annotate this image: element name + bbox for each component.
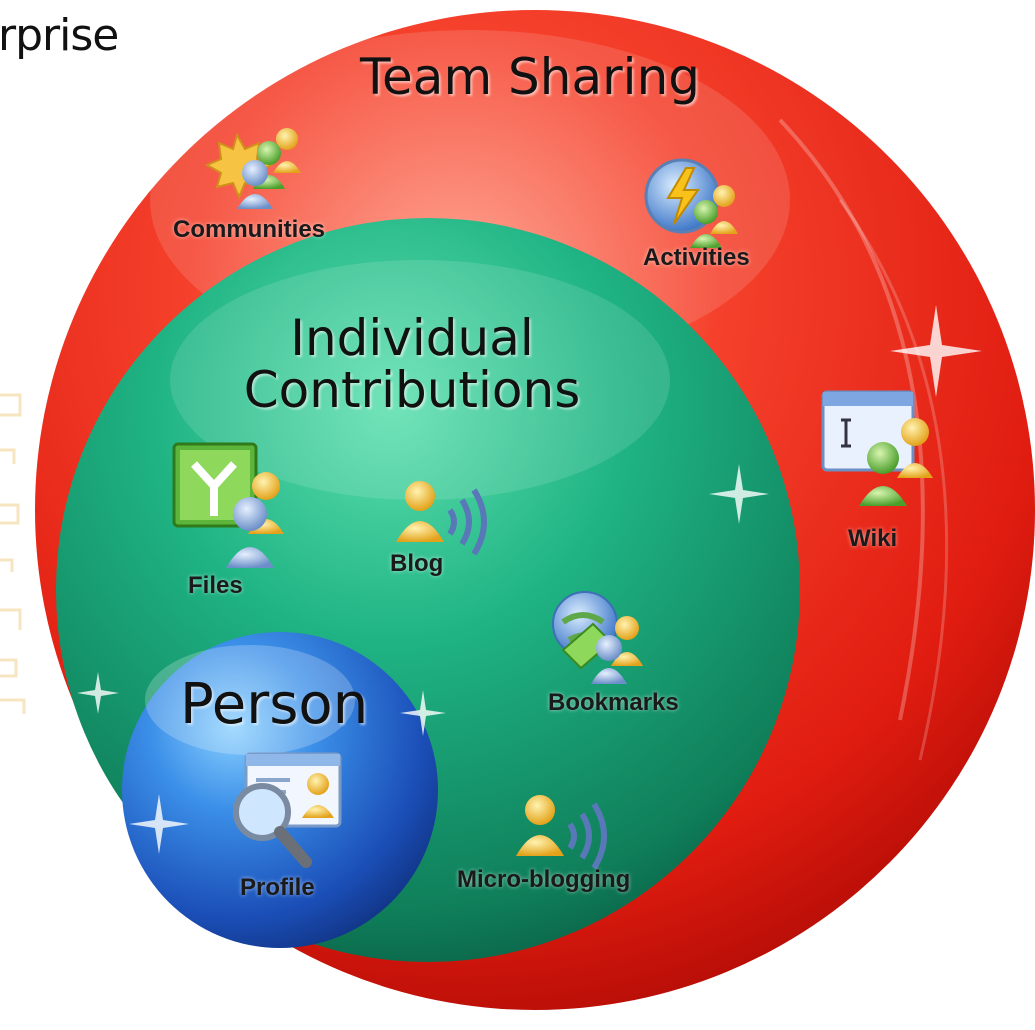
bookmarks-icon bbox=[552, 591, 643, 684]
bookmarks-label: Bookmarks bbox=[548, 689, 679, 716]
profile-label: Profile bbox=[240, 874, 315, 901]
individual-title-line2: Contributions bbox=[243, 361, 581, 419]
communities-icon bbox=[204, 128, 301, 209]
wiki-label: Wiki bbox=[848, 525, 898, 552]
micro-blogging-label: Micro-blogging bbox=[457, 866, 631, 893]
activities-icon bbox=[644, 158, 738, 248]
blog-icon bbox=[396, 481, 487, 556]
blog-label: Blog bbox=[390, 550, 444, 577]
wiki-icon bbox=[821, 390, 933, 506]
sparkle-icon bbox=[77, 305, 982, 854]
background-pattern bbox=[0, 393, 26, 714]
individual-contributions-title: Individual Contributions bbox=[232, 312, 592, 416]
micro-blogging-icon bbox=[516, 795, 607, 870]
files-icon bbox=[172, 442, 284, 568]
activities-label: Activities bbox=[643, 244, 750, 271]
person-title: Person bbox=[180, 672, 369, 737]
files-label: Files bbox=[188, 572, 243, 599]
communities-label: Communities bbox=[173, 216, 326, 243]
individual-title-line1: Individual bbox=[290, 309, 534, 367]
profile-icon bbox=[233, 752, 342, 868]
team-sharing-title: Team Sharing bbox=[360, 48, 700, 106]
enterprise-ring-label-fragment: rprise bbox=[0, 10, 119, 61]
